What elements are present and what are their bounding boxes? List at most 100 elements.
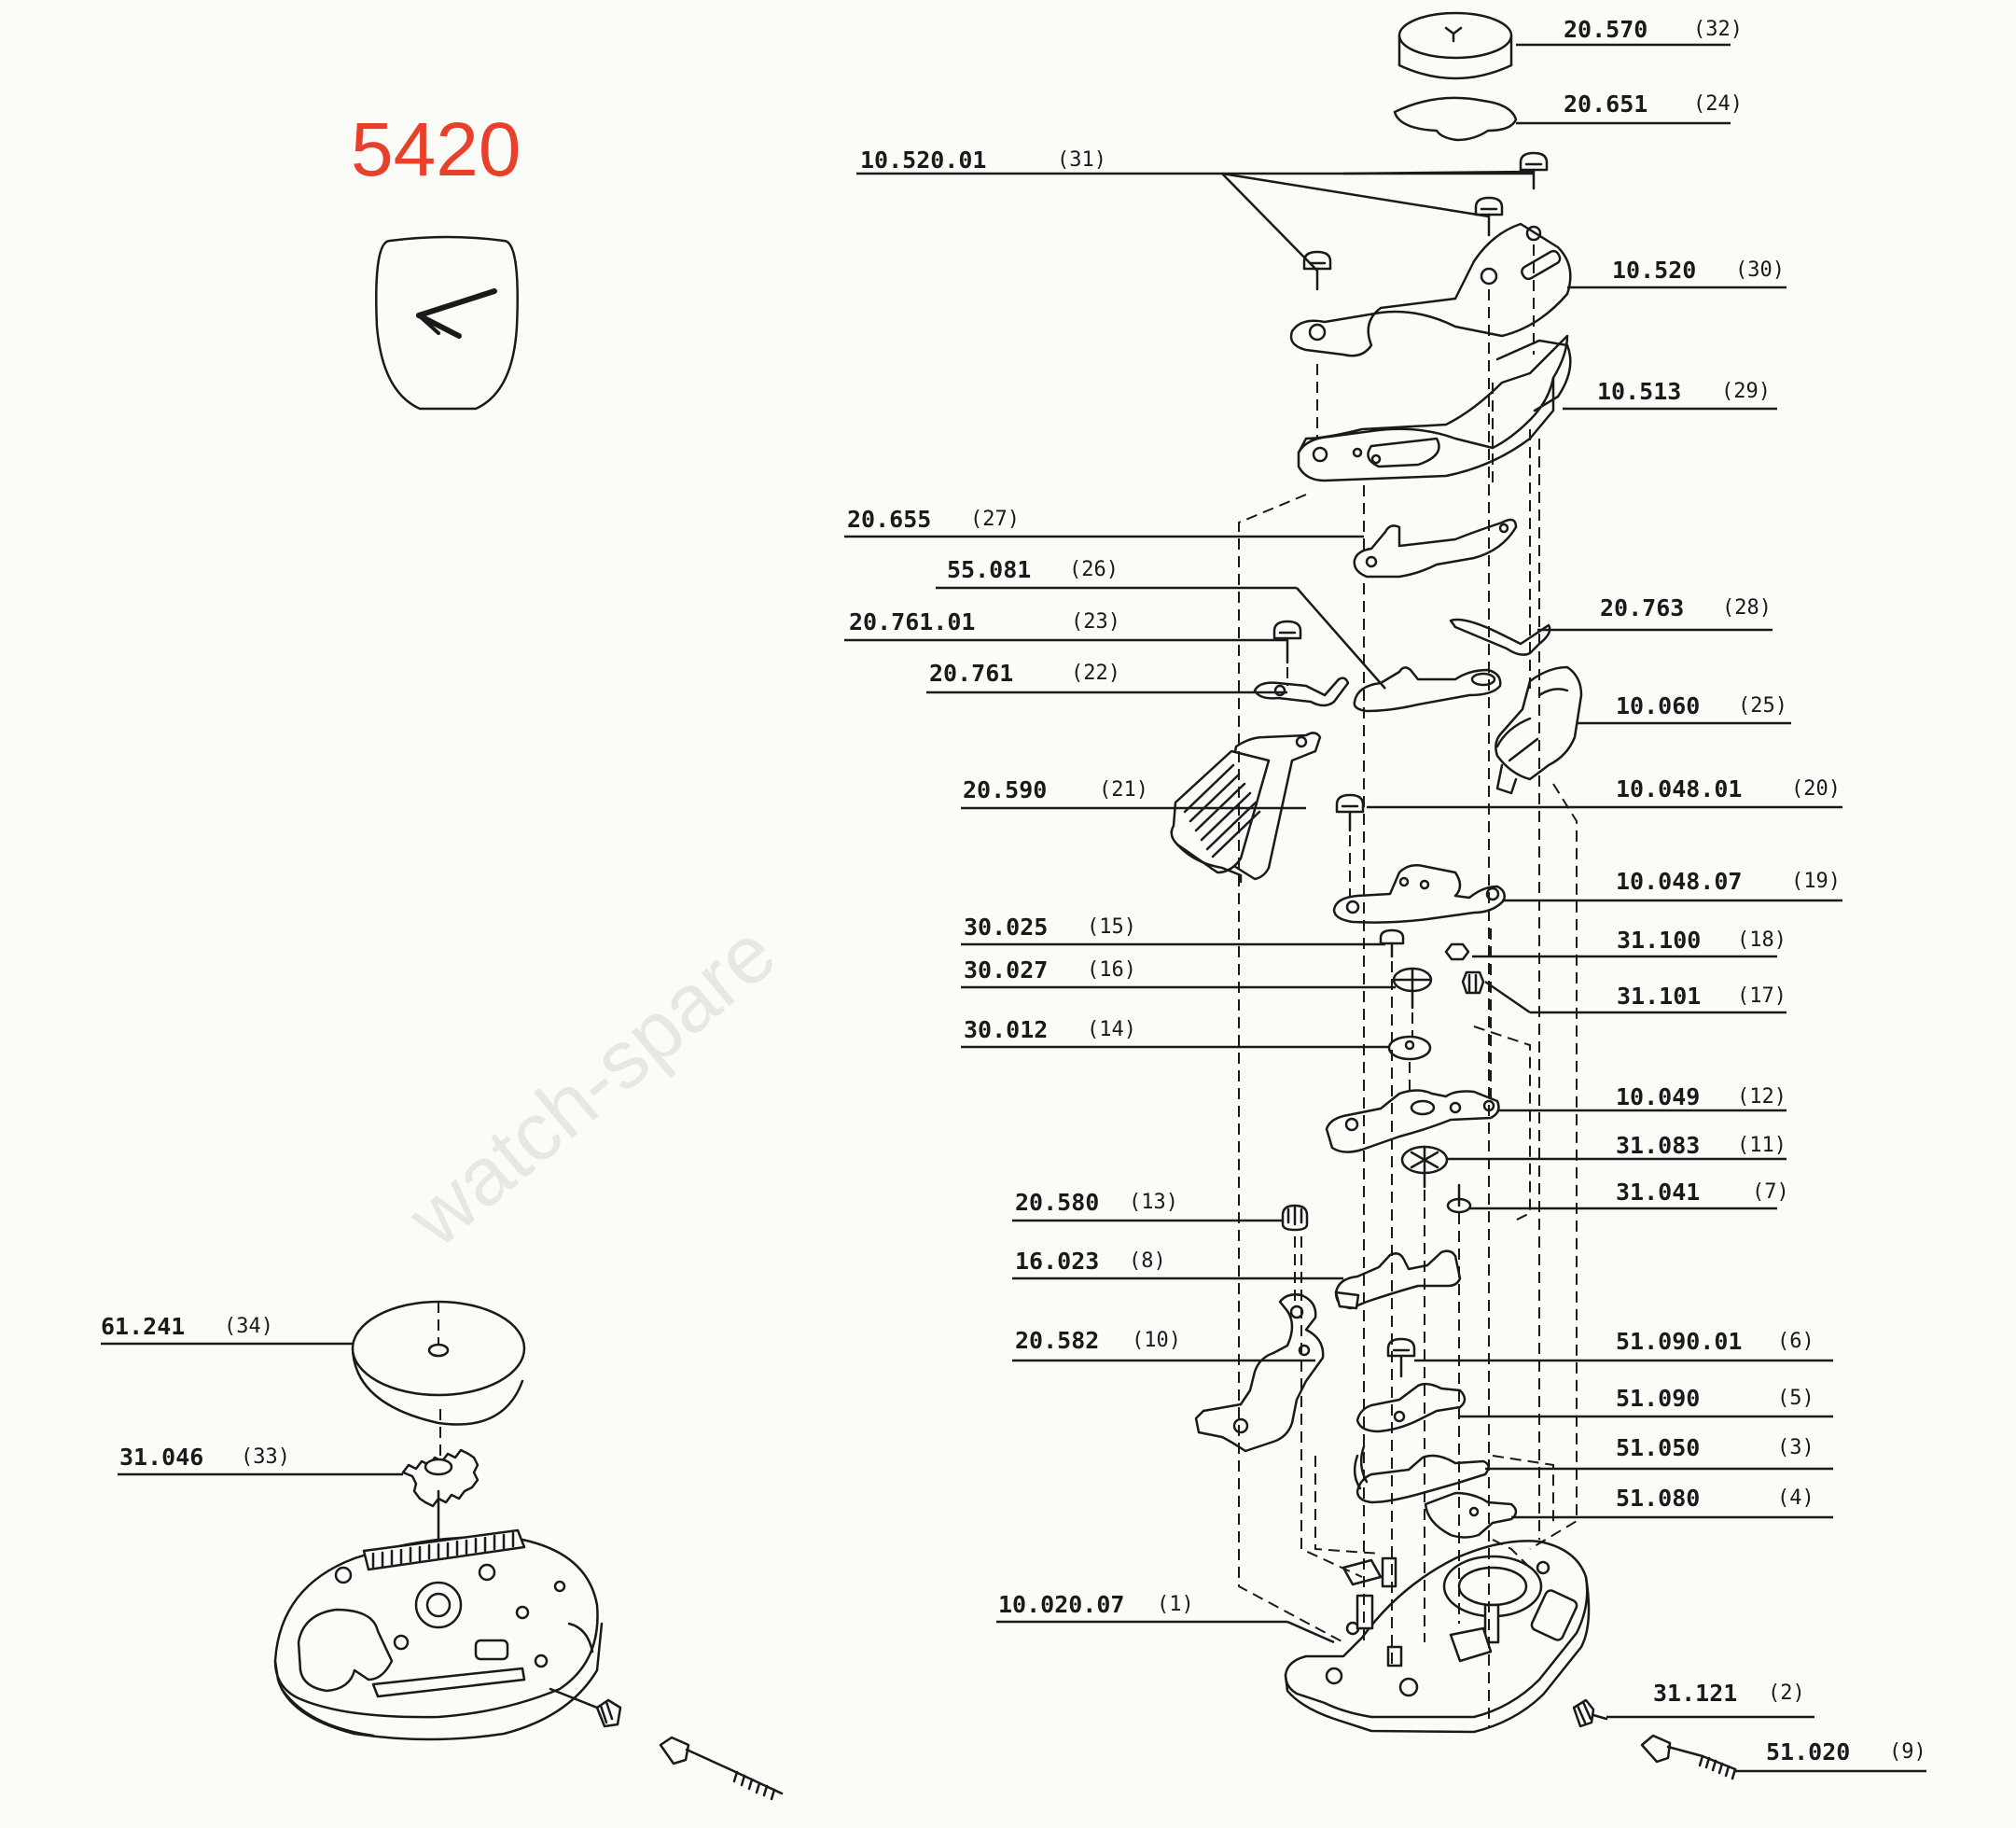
callout-30-012: 30.012(14) [964, 1016, 1136, 1043]
callout-10-520: 10.520 (30) [1612, 257, 1785, 284]
screw-20-761-01-drawing [1272, 620, 1302, 664]
callout-61-241: 61.241 (34) [101, 1313, 273, 1340]
leader-line-10-520-01 [1221, 173, 1318, 272]
part-number: 10.048.01 [1616, 775, 1742, 802]
callout-20-761: 20.761(22) [929, 660, 1120, 687]
lever-55-081-drawing [1353, 666, 1502, 713]
screw-10-048-01-drawing [1335, 793, 1365, 832]
leader-line-31-101 [1484, 980, 1531, 1014]
part-number: 20.590 [963, 776, 1047, 803]
wheel-31-041-drawing [1446, 1183, 1472, 1214]
part-ref: (30) [1735, 258, 1785, 282]
part-ref: (31) [1057, 148, 1106, 172]
watch-dial-icon [375, 235, 519, 411]
part-ref: (25) [1738, 694, 1787, 718]
callout-10-060: 10.060(25) [1616, 692, 1787, 719]
part-number: 20.761.01 [849, 608, 975, 635]
part-number: 20.580 [1015, 1189, 1099, 1216]
part-20-761-drawing [1253, 677, 1350, 707]
callout-10-048-01: 10.048.01(20) [1616, 775, 1841, 802]
stem-51-020-drawing [1640, 1734, 1737, 1780]
spring-20-655-drawing [1353, 518, 1518, 579]
part-number: 30.025 [964, 914, 1048, 941]
part-ref: (27) [970, 508, 1020, 531]
callout-20-655: 20.655 (27) [847, 506, 1020, 533]
callout-20-582: 20.582(10) [1015, 1327, 1181, 1354]
part-number: 31.100 [1617, 927, 1701, 954]
part-20-582-drawing [1194, 1293, 1325, 1453]
callout-31-100: 31.100 (18) [1617, 927, 1787, 954]
part-ref: (13) [1129, 1191, 1178, 1214]
part-ref: (16) [1087, 958, 1136, 982]
part-ref: (29) [1721, 380, 1771, 403]
callout-30-027: 30.027(16) [964, 956, 1136, 984]
callout-10-513: 10.513 (29) [1597, 378, 1771, 405]
part-ref: (8) [1129, 1249, 1166, 1273]
part-number: 31.041 [1616, 1179, 1700, 1206]
bridge-10-048-07-drawing [1332, 864, 1506, 924]
callout-20-763: 20.763 (28) [1600, 594, 1772, 621]
pinion-31-100-drawing [1444, 942, 1470, 961]
part-ref: (7) [1752, 1180, 1789, 1204]
part-number: 20.651 [1564, 91, 1648, 118]
part-number: 51.080 [1616, 1485, 1700, 1512]
part-number: 31.083 [1616, 1132, 1700, 1159]
part-number: 31.101 [1617, 983, 1701, 1010]
part-20-580-drawing [1281, 1204, 1309, 1232]
callout-20-580: 20.580 (13) [1015, 1189, 1178, 1216]
callout-10-020-07: 10.020.07(1) [998, 1591, 1194, 1618]
part-number: 10.513 [1597, 378, 1681, 405]
part-ref: (9) [1889, 1740, 1926, 1764]
part-number: 30.012 [964, 1016, 1048, 1043]
part-ref: (23) [1071, 610, 1120, 634]
lever-51-090-drawing [1356, 1382, 1467, 1433]
callout-51-050: 51.050 (3) [1616, 1434, 1814, 1461]
callout-51-020: 51.020 (9) [1766, 1738, 1926, 1765]
part-number: 10.520 [1612, 257, 1696, 284]
part-ref: (12) [1737, 1085, 1787, 1109]
callout-20-570: 20.570(32) [1564, 16, 1743, 43]
part-ref: (6) [1777, 1330, 1814, 1353]
part-ref: (10) [1132, 1329, 1181, 1352]
callout-10-049: 10.049(12) [1616, 1083, 1787, 1110]
assembly-axes [1238, 244, 1578, 1726]
part-callouts: 20.570(32) 20.651(24) 10.520.01 (31) 10.520 (… [101, 16, 1926, 1765]
part-16-023-drawing [1334, 1249, 1462, 1310]
callout-51-090: 51.090(5) [1616, 1385, 1814, 1412]
watermark: watch-spare [390, 906, 793, 1265]
part-number: 61.241 [101, 1313, 185, 1340]
part-ref: (17) [1737, 984, 1787, 1008]
callout-20-590: 20.590 (21) [963, 776, 1148, 803]
part-number: 20.763 [1600, 594, 1684, 621]
part-ref: (28) [1722, 596, 1772, 620]
callout-31-101: 31.101 (17) [1617, 983, 1787, 1010]
part-ref: (18) [1737, 928, 1787, 952]
leader-line-10-520-01 [1221, 172, 1490, 218]
part-number: 55.081 [947, 556, 1031, 583]
wheel-30-012-drawing [1387, 1035, 1432, 1061]
callout-20-761-01: 20.761.01 (23) [849, 608, 1120, 635]
part-number: 10.520.01 [860, 147, 986, 174]
part-ref: (33) [241, 1445, 290, 1469]
part-number: 51.050 [1616, 1434, 1700, 1461]
wheel-31-046-drawing [401, 1448, 480, 1588]
bridge-10-049-drawing [1325, 1089, 1500, 1153]
callout-55-081: 55.081 (26) [947, 556, 1119, 583]
bridge-10-520-drawing [1289, 222, 1572, 357]
part-number: 20.655 [847, 506, 931, 533]
callout-10-520-01: 10.520.01 (31) [860, 147, 1106, 174]
dial-61-241-drawing [351, 1300, 526, 1426]
callout-20-651: 20.651(24) [1564, 91, 1743, 118]
part-ref: (26) [1069, 558, 1119, 581]
callout-30-025: 30.025(15) [964, 914, 1136, 941]
part-ref: (32) [1693, 18, 1743, 41]
leader-line-10-520-01 [1342, 170, 1535, 175]
part-ref: (34) [224, 1315, 273, 1338]
coil-20-590-drawing [1170, 732, 1322, 884]
part-ref: (21) [1099, 778, 1148, 802]
part-number: 16.023 [1015, 1248, 1099, 1275]
part-ref: (3) [1777, 1436, 1814, 1459]
part-ref: (2) [1768, 1681, 1805, 1705]
part-number: 51.020 [1766, 1738, 1850, 1765]
